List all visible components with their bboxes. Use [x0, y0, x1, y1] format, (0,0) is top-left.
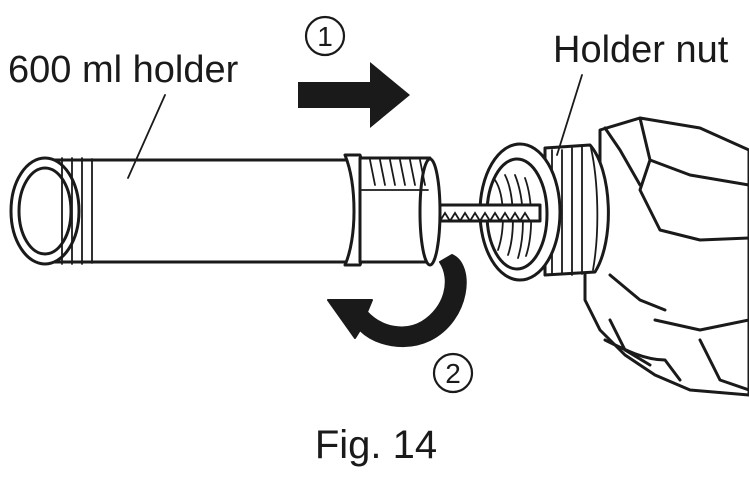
holder-label: 600 ml holder — [8, 49, 239, 91]
nut-leader-line — [556, 74, 583, 156]
step-2-number: 2 — [445, 358, 461, 389]
holder-nut-label: Holder nut — [553, 29, 729, 71]
holder-leader-line — [127, 94, 166, 179]
step-1-number: 1 — [317, 21, 333, 52]
figure-caption: Fig. 14 — [315, 423, 437, 467]
holder-tube — [9, 153, 442, 267]
caulking-gun-body — [583, 116, 749, 397]
step-2-circle: 2 — [432, 352, 474, 394]
rotate-arrow-icon — [327, 254, 467, 348]
arrow-right-icon — [298, 62, 410, 128]
step-1-circle: 1 — [304, 15, 346, 57]
plunger-rod — [428, 203, 542, 223]
